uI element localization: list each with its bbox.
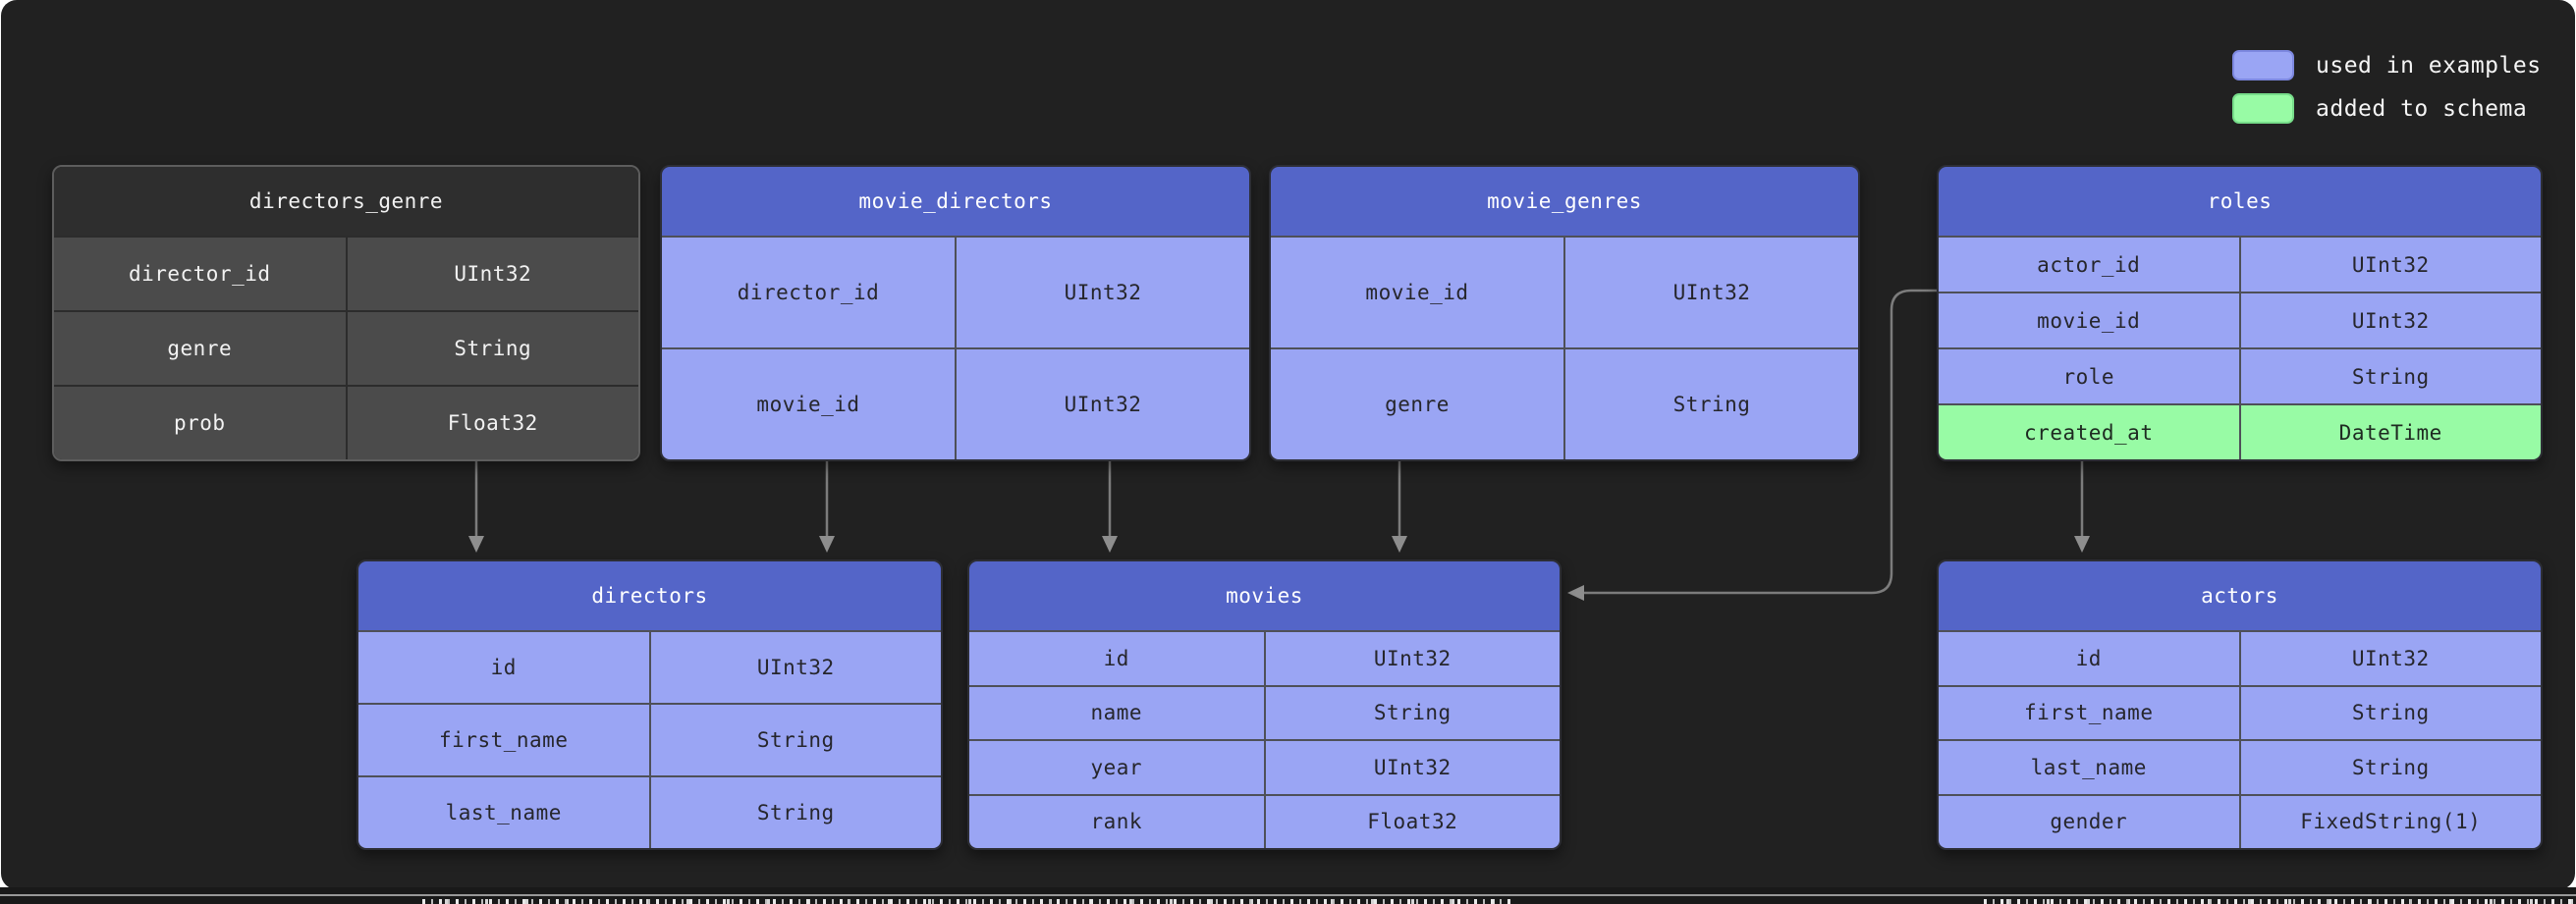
- table-row: director_id UInt32: [662, 236, 1249, 347]
- column-name: id: [969, 632, 1266, 685]
- column-name: prob: [54, 387, 348, 459]
- table-row: genre String: [54, 310, 638, 385]
- table-title: directors_genre: [54, 167, 638, 236]
- table-title: movie_directors: [662, 167, 1249, 236]
- clipped-panel-edge: [0, 894, 2576, 896]
- clipped-tiny-text: [422, 899, 1512, 904]
- column-name: first_name: [358, 705, 651, 775]
- table-actors[interactable]: actors id UInt32 first_name String last_…: [1937, 559, 2543, 850]
- table-row-added-to-schema: created_at DateTime: [1939, 403, 2541, 459]
- column-type: String: [2351, 701, 2430, 725]
- legend-label: used in examples: [2316, 52, 2542, 79]
- column-name: movie_id: [1271, 238, 1565, 347]
- table-movie_genres[interactable]: movie_genres movie_id UInt32 genre Strin…: [1269, 165, 1860, 461]
- table-row: genre String: [1271, 347, 1858, 459]
- legend-item-used-in-examples: used in examples: [2232, 50, 2542, 80]
- table-row: id UInt32: [969, 630, 1560, 685]
- clipped-tiny-text: [1984, 899, 2576, 904]
- table-directors_genre[interactable]: directors_genre director_id UInt32 genre…: [52, 165, 640, 461]
- column-type: UInt32: [454, 262, 532, 286]
- column-type: String: [1373, 701, 1452, 725]
- column-type: UInt32: [2351, 646, 2430, 670]
- table-row: id UInt32: [358, 630, 941, 703]
- column-name: movie_id: [662, 349, 957, 459]
- column-name: director_id: [662, 238, 957, 347]
- column-name: movie_id: [1939, 293, 2241, 347]
- table-row: director_id UInt32: [54, 236, 638, 310]
- column-name: role: [1939, 349, 2241, 403]
- table-title: actors: [1939, 561, 2541, 630]
- column-name: actor_id: [1939, 238, 2241, 292]
- table-title: movies: [969, 561, 1560, 630]
- table-row: first_name String: [1939, 684, 2541, 739]
- column-type: UInt32: [756, 656, 835, 679]
- table-roles[interactable]: roles actor_id UInt32 movie_id UInt32 ro…: [1937, 165, 2543, 461]
- column-type: Float32: [1367, 810, 1458, 834]
- column-type: String: [2351, 755, 2430, 779]
- column-type: String: [756, 801, 835, 824]
- column-type: UInt32: [1373, 646, 1452, 670]
- legend-label: added to schema: [2316, 95, 2528, 122]
- column-type: UInt32: [2351, 308, 2430, 333]
- column-type: DateTime: [2338, 420, 2442, 445]
- column-type: String: [756, 728, 835, 752]
- table-directors[interactable]: directors id UInt32 first_name String la…: [356, 559, 943, 850]
- column-name: id: [1939, 632, 2241, 685]
- table-title: directors: [358, 561, 941, 630]
- column-name: id: [358, 632, 651, 703]
- table-row: movie_id UInt32: [1271, 236, 1858, 347]
- column-name: last_name: [358, 777, 651, 848]
- table-row: id UInt32: [1939, 630, 2541, 685]
- table-title: movie_genres: [1271, 167, 1858, 236]
- legend-item-added-to-schema: added to schema: [2232, 93, 2527, 124]
- table-row: name String: [969, 684, 1560, 739]
- table-row: prob Float32: [54, 385, 638, 459]
- column-type: String: [2351, 364, 2430, 389]
- column-name: year: [969, 741, 1266, 794]
- column-name: created_at: [1939, 405, 2241, 459]
- column-type: UInt32: [2351, 252, 2430, 277]
- column-name: name: [969, 686, 1266, 739]
- column-type: Float32: [447, 411, 538, 435]
- table-row: year UInt32: [969, 739, 1560, 794]
- column-type: String: [454, 337, 532, 360]
- table-row: rank Float32: [969, 793, 1560, 848]
- column-type: UInt32: [1373, 755, 1452, 779]
- column-type: UInt32: [1064, 281, 1142, 304]
- table-row: movie_id UInt32: [1939, 292, 2541, 347]
- legend-swatch-green: [2232, 93, 2294, 124]
- table-title: roles: [1939, 167, 2541, 236]
- table-row: first_name String: [358, 703, 941, 775]
- column-name: first_name: [1939, 686, 2241, 739]
- table-movies[interactable]: movies id UInt32 name String year UInt32…: [967, 559, 1562, 850]
- column-type: UInt32: [1672, 281, 1751, 304]
- table-row: last_name String: [1939, 739, 2541, 794]
- column-name: gender: [1939, 795, 2241, 848]
- column-type: UInt32: [1064, 393, 1142, 416]
- column-name: director_id: [54, 238, 348, 310]
- column-name: genre: [54, 312, 348, 385]
- column-name: genre: [1271, 349, 1565, 459]
- column-type: String: [1672, 393, 1751, 416]
- column-type: FixedString(1): [2300, 810, 2482, 834]
- table-row: movie_id UInt32: [662, 347, 1249, 459]
- table-movie_directors[interactable]: movie_directors director_id UInt32 movie…: [660, 165, 1251, 461]
- table-row: gender FixedString(1): [1939, 793, 2541, 848]
- column-name: last_name: [1939, 741, 2241, 794]
- legend-swatch-blue: [2232, 50, 2294, 80]
- table-row: last_name String: [358, 775, 941, 848]
- table-row: actor_id UInt32: [1939, 236, 2541, 292]
- table-row: role String: [1939, 347, 2541, 403]
- column-name: rank: [969, 795, 1266, 848]
